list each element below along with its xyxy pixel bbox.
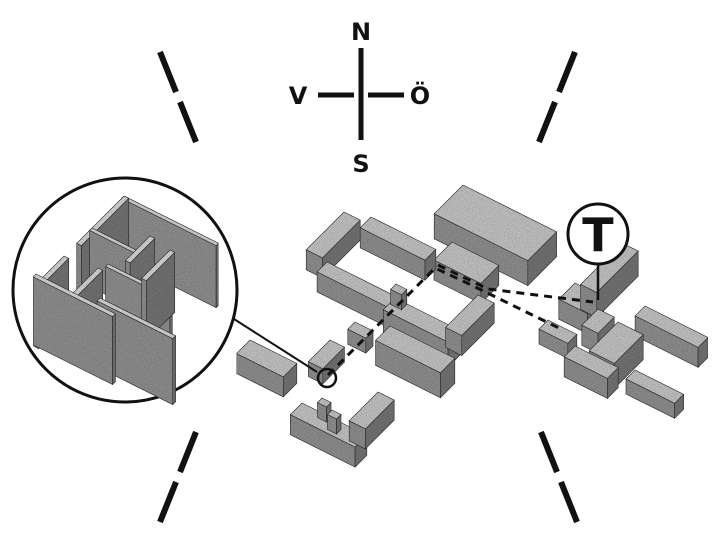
compass-rose-icon: N S V Ö [289,18,430,178]
building-block-15 [316,397,332,423]
building-block-24 [625,369,685,420]
building-block-16 [326,409,342,435]
building-block-10-face-top [347,321,374,339]
compass-south-label: S [352,150,369,178]
compass-north-label: N [351,18,371,46]
detail-wall-9-face-top [96,297,177,340]
detail-wall-7-face-top [141,249,176,282]
building-block-14-face-top [348,391,395,430]
frame-ticks [157,50,580,524]
tick-bottom-right-upper [538,430,560,474]
detail-target-ring [316,367,338,389]
building-block-15-face-top [316,397,332,408]
tick-top-right-upper [556,50,578,94]
detail-wall-10-face-top [32,273,116,317]
detail-wall-10 [32,273,116,386]
building-block-16-face-top [326,409,342,420]
building-block-1 [433,184,558,287]
building-block-24-face-top [625,369,685,404]
tick-top-left-upper [157,50,179,94]
building-block-7-face-top [445,294,495,336]
building-block-1-face-top [433,184,558,261]
building-block-2 [433,241,500,305]
tick-bottom-left-lower [157,480,179,524]
tick-top-right-lower [536,100,558,144]
route-path-main [326,266,564,377]
route-lines [326,263,594,377]
building-block-21-face-top [634,305,709,348]
building-block-22-face-top [588,321,644,364]
transit-badge-circle [566,202,630,266]
tick-bottom-left-upper [177,430,199,474]
building-block-23 [563,345,619,400]
tick-bottom-right-lower [558,480,580,524]
detail-leader-line [233,318,318,373]
building-block-20 [538,319,578,360]
route-path-branch [437,263,594,304]
detail-wall-10-face-right [112,312,116,386]
detail-wall-9 [96,297,177,406]
building-block-8-face-top [375,325,456,374]
building-block-7 [445,294,495,357]
building-block-10 [347,321,374,354]
building-block-8 [375,325,456,399]
t-transit-icon: T [566,202,630,300]
building-block-20-face-top [538,319,578,344]
building-block-23-face-top [563,345,619,379]
compass-west-label: V [289,82,308,110]
transit-symbol: T [582,208,614,262]
building-block-21 [634,305,709,369]
building-block-14 [348,391,395,450]
building-block-11 [235,339,298,398]
detail-wall-4-face-top [124,235,156,264]
detail-wall-9-face-right [172,335,176,406]
building-block-3-face-top [359,216,437,261]
detail-wall-1-face-right [215,242,219,309]
building-block-4-face-top [305,211,361,259]
building-block-2-face-top [433,241,500,284]
campus-buildings [235,184,709,468]
building-block-3 [359,216,437,281]
compass-east-label: Ö [410,80,430,110]
detail-magnifier [11,176,338,406]
building-block-19-face-top [581,308,615,334]
building-block-9-face-top [390,283,408,296]
building-block-11-face-top [235,339,298,378]
tick-top-left-lower [177,100,199,144]
detail-building-3d [32,195,220,406]
